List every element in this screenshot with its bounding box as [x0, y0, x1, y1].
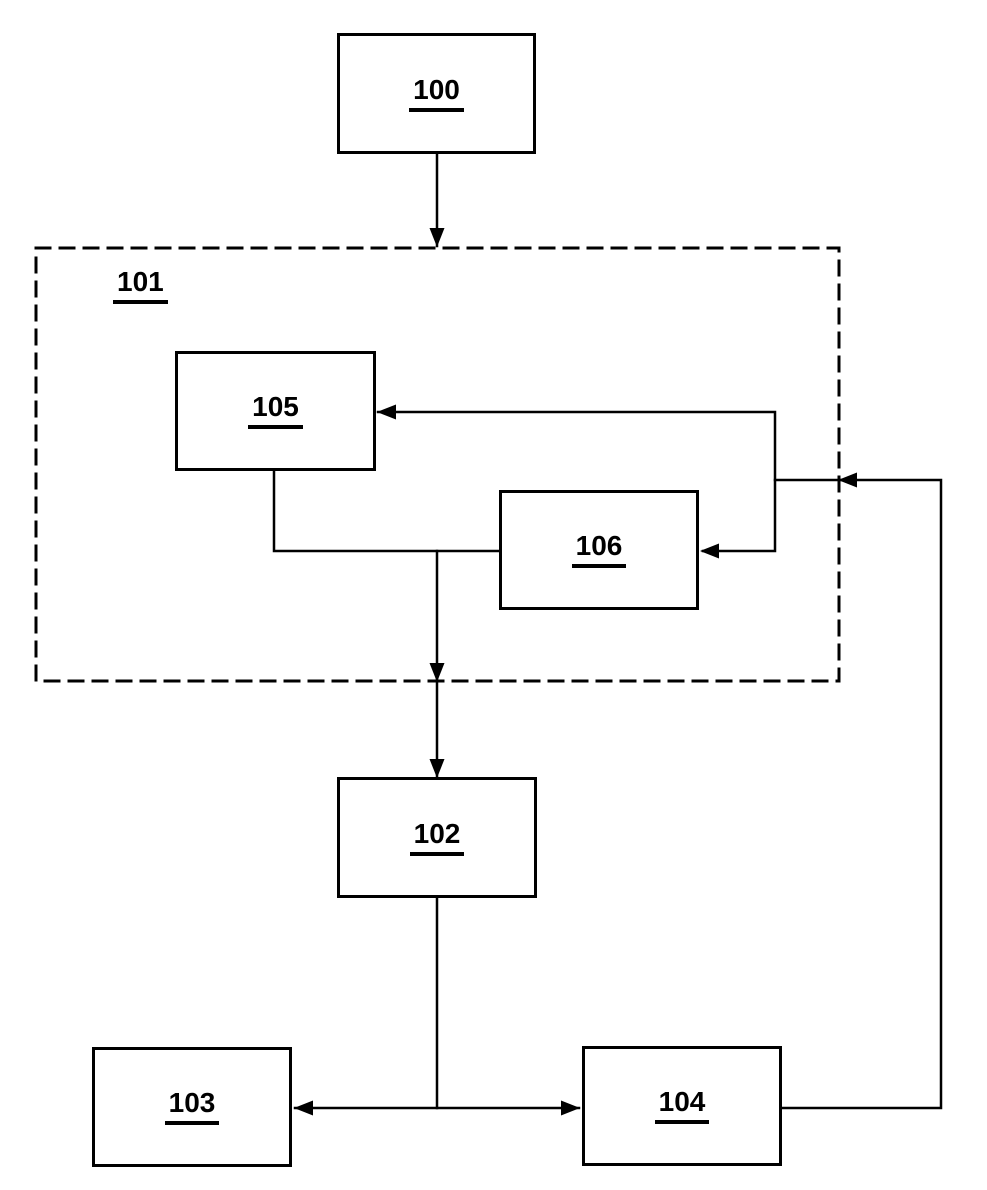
node-105-label: 105 — [248, 393, 303, 429]
arrowhead-into-101-icon — [429, 228, 445, 247]
arrowhead-feedback-into-101-icon — [838, 472, 857, 488]
node-106-label: 106 — [571, 532, 627, 568]
node-104-label: 104 — [654, 1088, 710, 1124]
node-103: 103 — [92, 1047, 292, 1167]
arrowhead-into-103-icon — [294, 1100, 313, 1116]
arrowhead-into-104-icon — [561, 1100, 580, 1116]
node-102-label: 102 — [409, 819, 465, 856]
node-106: 106 — [499, 490, 699, 610]
group-101-label: 101 — [113, 268, 168, 304]
node-100-label: 100 — [409, 75, 464, 112]
edge-105-to-106 — [272, 469, 501, 553]
arrowhead-into-105-icon — [377, 404, 396, 420]
edge-104-feedback — [773, 478, 943, 1110]
node-102: 102 — [337, 777, 537, 898]
node-103-label: 103 — [164, 1089, 220, 1125]
arrowhead-into-106-icon — [700, 543, 719, 559]
node-100: 100 — [337, 33, 536, 154]
node-104: 104 — [582, 1046, 782, 1166]
node-105: 105 — [175, 351, 376, 471]
arrowhead-exit-101-icon — [429, 663, 445, 682]
arrowhead-into-102-icon — [429, 759, 445, 778]
edge-feedback-to-105-106 — [376, 410, 777, 553]
